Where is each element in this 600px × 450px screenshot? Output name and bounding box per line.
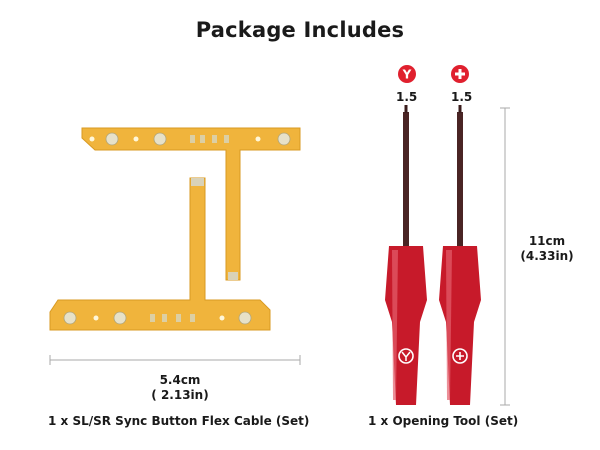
tool-length-imperial: (4.33in) xyxy=(520,249,574,263)
page-title: Package Includes xyxy=(195,18,405,42)
screwdriver-cross xyxy=(439,105,481,405)
y-bit-size: 1.5 xyxy=(396,90,418,104)
length-dimension-line xyxy=(500,107,510,406)
tool-length-metric: 11cm xyxy=(528,234,566,248)
cable-width-imperial: ( 2.13in) xyxy=(151,388,209,402)
tool-length-label: 11cm (4.33in) xyxy=(512,234,582,264)
y-tip-icon: Y xyxy=(398,65,416,83)
flex-cable-caption: 1 x SL/SR Sync Button Flex Cable (Set) xyxy=(48,414,310,428)
cable-width-label: 5.4cm ( 2.13in) xyxy=(140,373,220,403)
cable-width-metric: 5.4cm xyxy=(159,373,201,387)
cross-bit-size: 1.5 xyxy=(451,90,473,104)
flex-cable-bottom xyxy=(49,177,271,331)
cross-tip-icon xyxy=(451,65,469,83)
svg-text:Y: Y xyxy=(402,68,412,82)
width-dimension-line xyxy=(49,355,301,365)
opening-tool-caption: 1 x Opening Tool (Set) xyxy=(368,414,519,428)
screwdriver-y xyxy=(385,105,427,405)
flex-cable-top xyxy=(81,127,301,281)
